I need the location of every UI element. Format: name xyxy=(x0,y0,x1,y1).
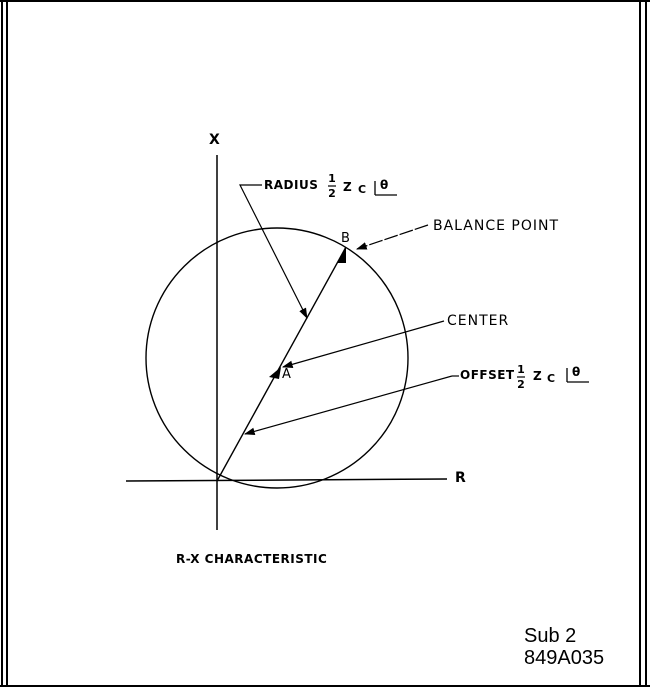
offset-c-subscript: C xyxy=(547,372,556,385)
offset-leader xyxy=(243,375,453,436)
offset-z-symbol: Z xyxy=(533,369,543,383)
offset-theta: θ xyxy=(572,365,581,379)
drawing-reference: Sub 2 849A035 xyxy=(524,625,604,669)
offset-frac-num: 1 xyxy=(517,363,525,376)
radius-frac-den: 2 xyxy=(328,187,336,200)
radius-c-subscript: C xyxy=(358,183,367,196)
reference-sub: Sub 2 xyxy=(524,625,577,647)
offset-frac-den: 2 xyxy=(517,378,525,391)
offset-label: OFFSET xyxy=(460,368,515,382)
center-label: CENTER xyxy=(447,313,510,329)
radius-leader xyxy=(239,184,308,319)
r-axis xyxy=(125,478,448,482)
reference-number: 849A035 xyxy=(524,647,605,669)
diagram-caption: R-X CHARACTERISTIC xyxy=(176,552,328,566)
radius-z-symbol: Z xyxy=(343,180,353,194)
r-axis-label: R xyxy=(455,470,467,486)
center-leader xyxy=(281,320,445,368)
arrow-b xyxy=(337,247,346,263)
radius-theta: θ xyxy=(380,178,389,192)
characteristic-circle xyxy=(145,227,409,489)
radius-label: RADIUS xyxy=(264,178,319,192)
point-b-label: B xyxy=(341,231,350,246)
vector-line xyxy=(216,246,347,482)
x-axis-label: X xyxy=(209,132,221,148)
point-a-label: A xyxy=(282,367,291,382)
radius-frac-num: 1 xyxy=(328,172,336,185)
arrow-a xyxy=(269,367,281,379)
balance-point-label: BALANCE POINT xyxy=(433,218,560,234)
balance-point-leader xyxy=(355,224,429,250)
